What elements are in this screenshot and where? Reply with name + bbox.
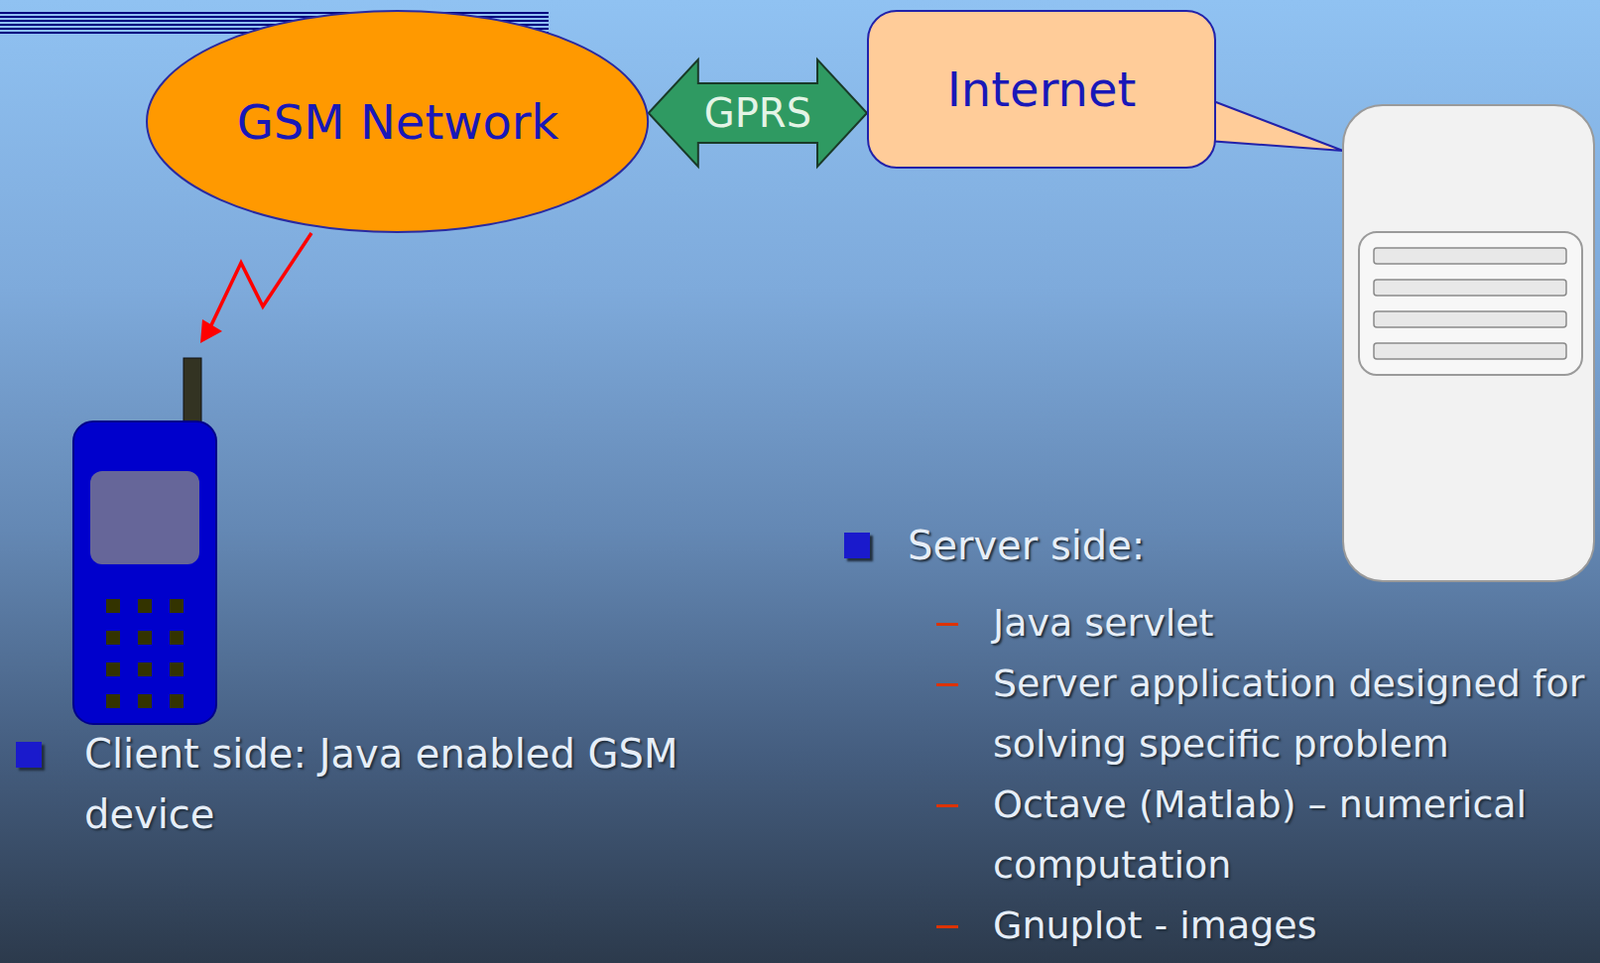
bullet-text: Server side: [907,515,1503,577]
node-label: GSM Network [237,94,560,150]
callout-tail [1208,99,1344,151]
bullet-dash [936,683,959,687]
sub-bullet-text: Gnuplot - images [992,895,1593,957]
server-symbol [1343,105,1595,582]
phone-key [169,630,184,645]
internet-callout: Internet [866,9,1217,169]
phone-key [137,599,152,614]
bullet-square [844,532,870,559]
phone-key [106,694,121,709]
phone-symbol [73,358,217,725]
edge-label: GPRS [704,90,812,136]
phone-key [137,662,152,677]
phone-key [106,630,121,645]
radio-link [200,233,312,344]
phone-key [169,694,184,709]
bullet-text: Client side: Java enabled GSM device [84,724,695,846]
phone-key [106,662,121,677]
node-label: Internet [947,61,1137,118]
sub-bullet-text: Java servlet [992,593,1593,654]
phone-key [106,599,121,614]
bullet-square [15,741,42,768]
phone-key [137,630,152,645]
phone-key [137,694,152,709]
bullet-dash [936,804,959,808]
bullet-dash [936,622,959,626]
network-ellipse: GSM Network [145,9,649,234]
sub-bullet-text: Server application designed for solving … [992,653,1593,775]
bullet-dash [936,925,959,929]
sub-bullet-text: Octave (Matlab) – numerical computation [992,774,1593,896]
phone-key [169,599,184,614]
link-arrow [648,59,867,167]
phone-key [169,662,184,677]
